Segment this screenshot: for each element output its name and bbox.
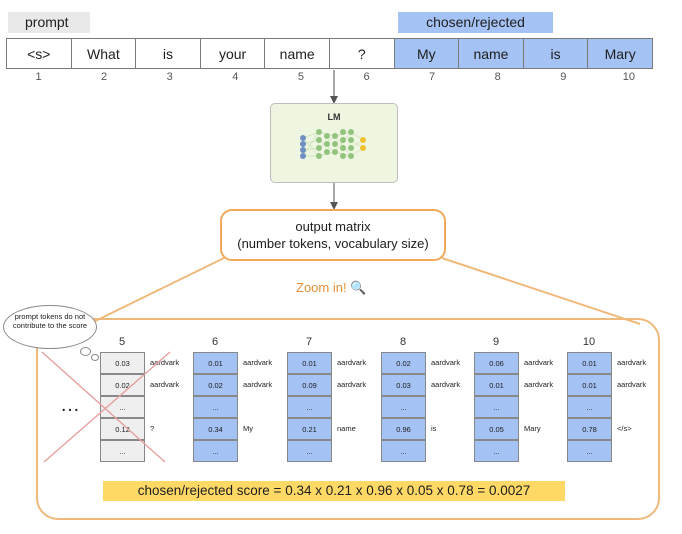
- vocab-word-label: aardvark: [524, 380, 554, 389]
- token-index: 8: [494, 71, 501, 83]
- column-position-number: 8: [399, 336, 407, 348]
- probability-cell: ...: [193, 440, 238, 462]
- probability-cell: 0.12: [100, 418, 145, 440]
- vocab-word-label: aardvark: [431, 380, 461, 389]
- vocab-word-label: aardvark: [524, 358, 554, 367]
- probability-cell: ...: [567, 396, 612, 418]
- token-index: 1: [35, 71, 42, 83]
- vocab-word-label: aardvark: [337, 380, 367, 389]
- vocab-word-label: aardvark: [617, 358, 647, 367]
- probability-cell: 0.03: [100, 352, 145, 374]
- column-position-number: 9: [492, 336, 500, 348]
- vocab-word-label: ?: [150, 424, 155, 433]
- lm-title: LM: [327, 112, 341, 122]
- vocab-word-label: aardvark: [150, 380, 180, 389]
- token-index: 5: [297, 71, 304, 83]
- vocab-word-label: is: [431, 424, 437, 433]
- column-position-number: 6: [211, 336, 219, 348]
- thought-bubble-dot: [80, 347, 91, 356]
- language-model-box: LM: [270, 103, 398, 183]
- score-formula: chosen/rejected score = 0.34 x 0.21 x 0.…: [103, 481, 565, 501]
- token-cell: What: [70, 38, 137, 69]
- token-cell: My: [393, 38, 460, 69]
- probability-cell: 0.01: [193, 352, 238, 374]
- probability-cell: 0.05: [474, 418, 519, 440]
- probability-cell: ...: [474, 396, 519, 418]
- token-index: 6: [363, 71, 370, 83]
- probability-cell: ...: [100, 396, 145, 418]
- token-index: 3: [166, 71, 173, 83]
- vocab-word-label: aardvark: [243, 380, 273, 389]
- zoom-panel: [36, 318, 660, 520]
- token-index: 7: [429, 71, 436, 83]
- thought-bubble-dot: [91, 354, 99, 361]
- probability-cell: ...: [567, 440, 612, 462]
- probability-cell: 0.01: [567, 352, 612, 374]
- vocab-word-label: aardvark: [243, 358, 273, 367]
- probability-cell: ...: [287, 396, 332, 418]
- probability-cell: 0.09: [287, 374, 332, 396]
- vocab-word-label: aardvark: [337, 358, 367, 367]
- vocab-word-label: aardvark: [150, 358, 180, 367]
- ellipsis: …: [60, 394, 81, 416]
- token-index: 2: [101, 71, 108, 83]
- vocab-word-label: aardvark: [431, 358, 461, 367]
- probability-cell: 0.01: [567, 374, 612, 396]
- probability-cell: 0.96: [381, 418, 426, 440]
- probability-cell: 0.02: [193, 374, 238, 396]
- zoom-in-label: Zoom in! 🔍: [296, 280, 367, 295]
- probability-cell: 0.01: [474, 374, 519, 396]
- probability-cell: ...: [193, 396, 238, 418]
- column-position-number: 5: [118, 336, 126, 348]
- neural-network-icon: [300, 129, 366, 159]
- vocab-word-label: aardvark: [617, 380, 647, 389]
- vocab-word-label: Mary: [524, 424, 541, 433]
- probability-cell: ...: [381, 440, 426, 462]
- output-matrix-shape: (number tokens, vocabulary size): [237, 236, 429, 251]
- output-matrix-box: output matrix (number tokens, vocabulary…: [220, 209, 446, 261]
- token-index: 10: [622, 71, 636, 83]
- probability-cell: 0.34: [193, 418, 238, 440]
- probability-cell: 0.78: [567, 418, 612, 440]
- probability-cell: 0.02: [381, 352, 426, 374]
- probability-cell: ...: [381, 396, 426, 418]
- probability-cell: 0.06: [474, 352, 519, 374]
- column-position-number: 10: [582, 336, 596, 348]
- output-matrix-title: output matrix: [295, 219, 371, 234]
- token-cell: name: [264, 38, 330, 69]
- probability-cell: 0.01: [287, 352, 332, 374]
- prompt-label: prompt: [8, 12, 90, 33]
- vocab-word-label: My: [243, 424, 253, 433]
- token-index: 9: [560, 71, 567, 83]
- vocab-word-label: name: [337, 424, 356, 433]
- probability-cell: 0.02: [100, 374, 145, 396]
- probability-cell: 0.03: [381, 374, 426, 396]
- probability-cell: 0.21: [287, 418, 332, 440]
- prompt-tokens-note-cloud: prompt tokens do not contribute to the s…: [3, 305, 97, 349]
- token-index: 4: [232, 71, 239, 83]
- token-cell: your: [199, 38, 266, 69]
- token-cell: is: [522, 38, 589, 69]
- probability-cell: ...: [474, 440, 519, 462]
- column-position-number: 7: [305, 336, 313, 348]
- token-cell: is: [135, 38, 201, 69]
- zoom-line-right: [441, 257, 641, 325]
- vocab-word-label: </s>: [617, 424, 632, 433]
- token-cell: Mary: [587, 38, 653, 69]
- probability-cell: ...: [287, 440, 332, 462]
- chosen-rejected-label: chosen/rejected: [398, 12, 553, 33]
- probability-cell: ...: [100, 440, 145, 462]
